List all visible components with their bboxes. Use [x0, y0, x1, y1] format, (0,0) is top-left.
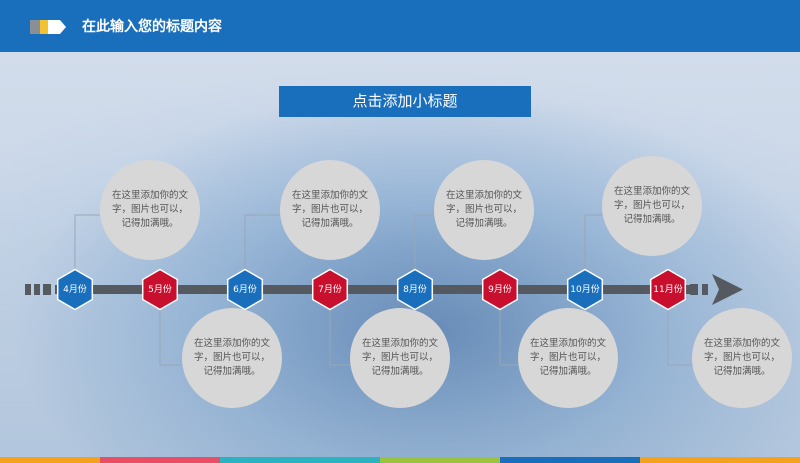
month-label: 7月份: [318, 284, 342, 295]
bubble-text: 在这里添加你的文字，图片也可以，记得加满哦。: [111, 190, 188, 229]
subtitle-box[interactable]: 点击添加小标题: [279, 86, 531, 117]
page-title: 在此输入您的标题内容: [82, 19, 222, 35]
connector-line: [667, 304, 692, 366]
bubble-text: 在这里添加你的文字，图片也可以，记得加满哦。: [703, 338, 780, 377]
connector-line: [499, 304, 518, 366]
bubble-text: 在这里添加你的文字，图片也可以，记得加满哦。: [193, 338, 270, 377]
text-bubble[interactable]: 在这里添加你的文字，图片也可以，记得加满哦。: [182, 308, 282, 408]
month-hexagon: [311, 268, 349, 311]
connector-line: [329, 304, 350, 366]
logo-icon: [30, 20, 66, 34]
month-label: 8月份: [403, 284, 427, 295]
text-bubble[interactable]: 在这里添加你的文字，图片也可以，记得加满哦。: [100, 160, 200, 260]
month-hexagon: [566, 268, 604, 311]
month-label: 6月份: [233, 284, 257, 295]
connector-line: [159, 304, 182, 366]
bubble-text: 在这里添加你的文字，图片也可以，记得加满哦。: [361, 338, 438, 377]
month-label: 9月份: [488, 284, 512, 295]
month-hexagon: [649, 268, 687, 311]
month-label: 11月份: [653, 284, 683, 295]
text-bubble[interactable]: 在这里添加你的文字，图片也可以，记得加满哦。: [350, 308, 450, 408]
timeline-dash: [25, 284, 31, 295]
month-hexagon: [481, 268, 519, 311]
text-bubble[interactable]: 在这里添加你的文字，图片也可以，记得加满哦。: [518, 308, 618, 408]
bubble-text: 在这里添加你的文字，图片也可以，记得加满哦。: [613, 186, 690, 225]
connector-line: [74, 214, 100, 275]
month-hexagon: [141, 268, 179, 311]
timeline-dash: [702, 284, 708, 295]
bubble-text: 在这里添加你的文字，图片也可以，记得加满哦。: [445, 190, 522, 229]
bubble-text: 在这里添加你的文字，图片也可以，记得加满哦。: [529, 338, 606, 377]
month-markers: [56, 268, 687, 311]
connector-line: [244, 214, 280, 275]
timeline-dash: [690, 284, 698, 295]
connector-line: [584, 214, 602, 275]
text-bubble[interactable]: 在这里添加你的文字，图片也可以，记得加满哦。: [602, 156, 702, 256]
timeline-line: [55, 285, 695, 294]
connector-line: [414, 214, 434, 275]
month-hexagon: [56, 268, 94, 311]
text-bubble[interactable]: 在这里添加你的文字，图片也可以，记得加满哦。: [692, 308, 792, 408]
bottom-color-bar: [0, 457, 800, 463]
header-bar: 在此输入您的标题内容: [0, 0, 800, 52]
timeline-dash: [43, 284, 51, 295]
text-bubble[interactable]: 在这里添加你的文字，图片也可以，记得加满哦。: [434, 160, 534, 260]
bubble-text: 在这里添加你的文字，图片也可以，记得加满哦。: [291, 190, 368, 229]
arrow-right-icon: [712, 274, 743, 305]
connectors: [74, 214, 692, 366]
month-label: 10月份: [570, 284, 600, 295]
month-label: 4月份: [63, 284, 87, 295]
month-label: 5月份: [148, 284, 172, 295]
timeline-dash: [34, 284, 40, 295]
text-bubble[interactable]: 在这里添加你的文字，图片也可以，记得加满哦。: [280, 160, 380, 260]
